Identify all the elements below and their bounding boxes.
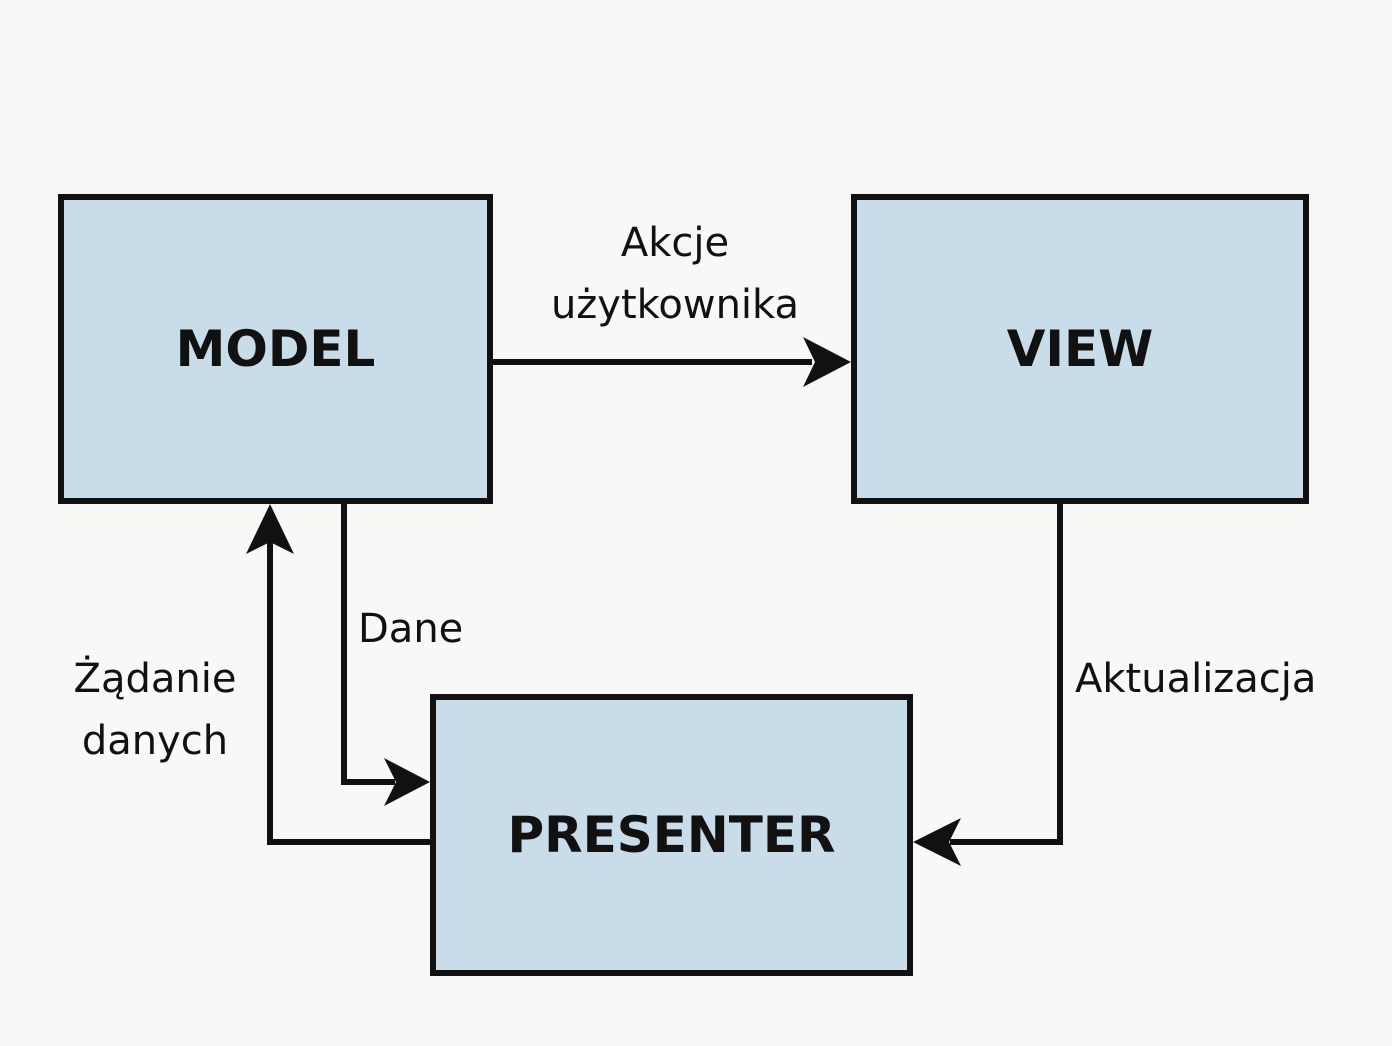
edge-label-data-request: Żądanie danych — [40, 648, 270, 772]
arrow-view-to-presenter-line — [950, 504, 1063, 845]
arrow-model-to-presenter-head — [384, 758, 430, 806]
presenter-box: PRESENTER — [430, 694, 913, 976]
view-box: VIEW — [851, 194, 1309, 504]
edge-label-user-actions: Akcje użytkownika — [500, 212, 850, 336]
arrow-model-to-presenter-line — [341, 504, 395, 785]
presenter-label: PRESENTER — [507, 806, 836, 864]
edge-label-update: Aktualizacja — [1075, 656, 1317, 702]
edge-label-user-actions-line2: użytkownika — [550, 282, 800, 328]
model-label: MODEL — [175, 320, 376, 378]
view-label: VIEW — [1006, 320, 1154, 378]
edge-label-user-actions-line1: Akcje — [620, 220, 730, 266]
arrow-presenter-to-model-line — [267, 540, 430, 845]
edge-label-data-request-line2: danych — [81, 718, 229, 764]
arrow-presenter-to-model-head — [246, 504, 294, 554]
edge-label-data: Dane — [358, 606, 464, 652]
arrow-view-to-presenter-head — [913, 818, 961, 866]
model-box: MODEL — [58, 194, 493, 504]
edge-label-data-request-line1: Żądanie — [73, 656, 237, 702]
arrow-model-to-view-head — [803, 337, 851, 387]
